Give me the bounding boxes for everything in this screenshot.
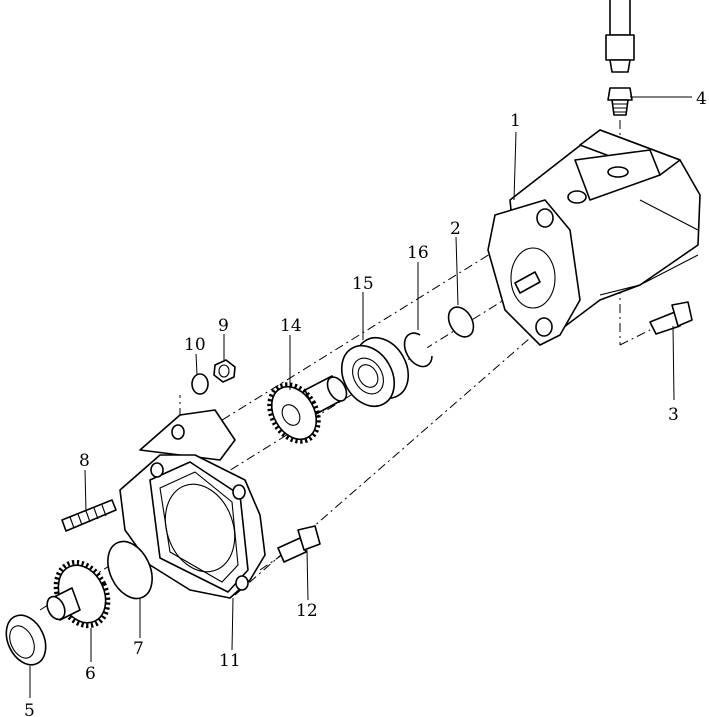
- bolt-right: [649, 301, 693, 335]
- callout-16: 16: [407, 243, 429, 263]
- callout-1: 1: [510, 111, 521, 131]
- washer: [191, 373, 209, 395]
- leader-lines: [29, 96, 692, 698]
- snap-ring: [403, 332, 433, 368]
- callout-2: 2: [450, 219, 461, 239]
- callout-15: 15: [352, 274, 374, 294]
- callout-6: 6: [85, 664, 96, 684]
- flange-housing: [119, 409, 266, 599]
- callout-9: 9: [218, 316, 229, 336]
- gear-shaft: [267, 375, 348, 444]
- drive-gear: [46, 559, 111, 629]
- callout-7: 7: [133, 639, 144, 659]
- hose-line: [605, 0, 635, 73]
- nut: [213, 359, 236, 383]
- fitting: [607, 87, 633, 116]
- seal: [5, 614, 47, 666]
- pump-body: [487, 129, 701, 346]
- callout-14: 14: [280, 316, 302, 336]
- callout-11: 11: [219, 651, 241, 671]
- stud: [61, 499, 117, 532]
- callout-3: 3: [668, 405, 679, 425]
- bearing: [340, 337, 410, 407]
- callout-labels: 1 2 3 4 5 6 7 8 9 10 11 12 14 15 16: [24, 89, 707, 717]
- o-ring-large: [107, 540, 153, 600]
- callout-10: 10: [184, 335, 206, 355]
- callout-12: 12: [296, 601, 318, 621]
- callout-8: 8: [79, 451, 90, 471]
- callout-4: 4: [696, 89, 707, 109]
- o-ring-small: [447, 306, 475, 338]
- callout-5: 5: [24, 701, 35, 717]
- bolt-lower: [277, 525, 321, 563]
